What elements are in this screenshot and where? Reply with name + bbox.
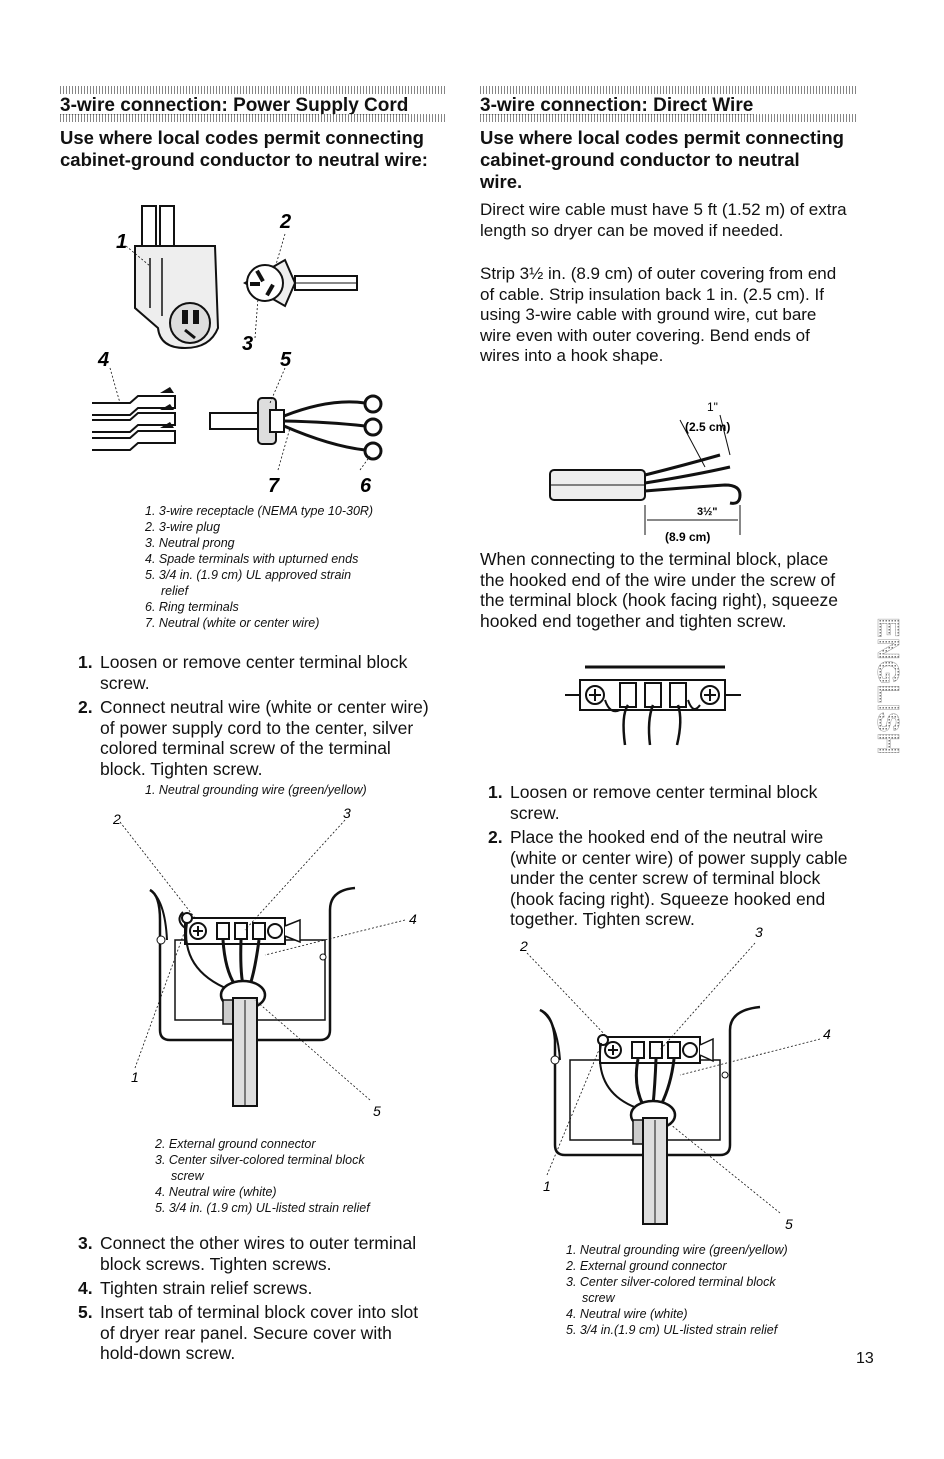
step-text: Place the hooked end of the neutral wire… [510, 827, 848, 929]
left-title-underrule [60, 114, 446, 122]
step-number: 1. [488, 782, 503, 802]
figure-power-cord-parts: 1 2 3 4 5 6 7 [92, 205, 383, 497]
caption-line: 1. Neutral grounding wire (green/yellow) [566, 1243, 788, 1257]
step-text: Tighten strain relief screws. [100, 1278, 313, 1298]
caption-line: 2. External ground connector [155, 1137, 316, 1151]
right-section-title: 3-wire connection: Direct Wire [480, 95, 754, 116]
step-number: 4. [78, 1278, 93, 1298]
figure-terminal-block-cord: 1 2 3 4 5 [112, 805, 417, 1119]
fig2-callout-5: 5 [373, 1103, 381, 1119]
fig1-callout-1: 1 [116, 231, 127, 253]
fig5-callout-4: 4 [823, 1026, 831, 1042]
fig1-callout-4: 4 [97, 349, 109, 371]
step2-note: 1. Neutral grounding wire (green/yellow) [145, 783, 367, 797]
caption-line: 5. 3/4 in. (1.9 cm) UL approved strain [145, 568, 352, 582]
figure2-captions: 2. External ground connector 3. Center s… [155, 1136, 370, 1216]
fig3-label-3-5in: 3½" [697, 506, 718, 518]
caption-line: screw [582, 1291, 615, 1305]
fig3-label-1in: 1" [707, 400, 718, 414]
caption-line: 2. 3-wire plug [145, 520, 221, 534]
caption-line: 5. 3/4 in.(1.9 cm) UL-listed strain reli… [566, 1323, 778, 1337]
caption-line: 3. Neutral prong [145, 536, 235, 550]
left-step-5: 5. Insert tab of terminal block cover in… [78, 1302, 435, 1364]
fig5-callout-2: 2 [519, 938, 528, 954]
language-side-tab: ENGLISH [871, 617, 906, 755]
side-tab-label: ENGLISH [871, 617, 906, 755]
fig5-callout-5: 5 [785, 1216, 793, 1232]
left-step-2: 2. Connect neutral wire (white or center… [78, 697, 440, 779]
fig2-callout-3: 3 [343, 805, 351, 821]
left-step-4: 4. Tighten strain relief screws. [78, 1278, 435, 1299]
caption-line: 2. External ground connector [566, 1259, 727, 1273]
fig3-label-8-9cm: (8.9 cm) [665, 530, 710, 544]
right-step-2: 2. Place the hooked end of the neutral w… [488, 827, 850, 930]
figure1-captions: 1. 3-wire receptacle (NEMA type 10-30R) … [145, 503, 373, 631]
fig2-callout-1: 1 [131, 1069, 139, 1085]
step-number: 2. [78, 697, 93, 717]
left-step-3: 3. Connect the other wires to outer term… [78, 1233, 435, 1274]
right-para-hook: When connecting to the terminal block, p… [480, 549, 838, 631]
right-title-rule [480, 86, 856, 94]
step-text: Connect neutral wire (white or center wi… [100, 697, 429, 779]
right-para-cable-length: Direct wire cable must have 5 ft (1.52 m… [480, 200, 847, 240]
fig2-callout-4: 4 [409, 911, 417, 927]
fig5-callout-3: 3 [755, 924, 763, 940]
fig3-label-2-5cm: (2.5 cm) [685, 420, 730, 434]
step-number: 2. [488, 827, 503, 847]
caption-line: 5. 3/4 in. (1.9 cm) UL-listed strain rel… [155, 1201, 370, 1215]
left-lead-text: Use where local codes permit connecting … [60, 127, 428, 170]
step-number: 1. [78, 652, 93, 672]
caption-line: relief [161, 584, 189, 598]
right-para-strip: Strip 3½ in. (8.9 cm) of outer covering … [480, 264, 837, 365]
left-section-title: 3-wire connection: Power Supply Cord [60, 95, 409, 116]
fig1-callout-3: 3 [242, 333, 253, 355]
caption-line: 1. 3-wire receptacle (NEMA type 10-30R) [145, 504, 374, 518]
left-step-1: 1. Loosen or remove center terminal bloc… [78, 652, 440, 693]
caption-line: 4. Neutral wire (white) [566, 1307, 688, 1321]
caption-line: screw [171, 1169, 204, 1183]
right-title-underrule [480, 114, 856, 122]
caption-line: 4. Neutral wire (white) [155, 1185, 277, 1199]
fig2-callout-2: 2 [112, 811, 121, 827]
right-step-1: 1. Loosen or remove center terminal bloc… [488, 782, 850, 823]
page-number: 13 [856, 1350, 874, 1367]
fig1-callout-2: 2 [279, 211, 291, 233]
step-text: Connect the other wires to outer termina… [100, 1233, 417, 1274]
step-text: Insert tab of terminal block cover into … [100, 1302, 419, 1363]
fig1-callout-5: 5 [280, 349, 292, 371]
fig1-callout-7: 7 [268, 475, 280, 497]
caption-line: 3. Center silver-colored terminal block [566, 1275, 776, 1289]
caption-line: 6. Ring terminals [145, 600, 239, 614]
right-lead-text: Use where local codes permit connecting … [480, 127, 844, 192]
figure5-captions: 1. Neutral grounding wire (green/yellow)… [566, 1242, 788, 1338]
caption-line: 4. Spade terminals with upturned ends [145, 552, 359, 566]
step-text: Loosen or remove center terminal block s… [510, 782, 818, 823]
caption-line: 3. Center silver-colored terminal block [155, 1153, 365, 1167]
figure-terminal-hooks [565, 665, 741, 746]
figure-terminal-block-direct: 1 2 3 4 5 [519, 924, 831, 1232]
step-text: Loosen or remove center terminal block s… [100, 652, 408, 693]
step-number: 3. [78, 1233, 93, 1253]
fig1-callout-6: 6 [360, 475, 372, 497]
fig5-callout-1: 1 [543, 1178, 551, 1194]
left-title-rule [60, 86, 446, 94]
caption-line: 7. Neutral (white or center wire) [145, 616, 320, 630]
figure-stripped-cable: 1" (2.5 cm) 3½" (8.9 cm) [549, 400, 742, 544]
step-number: 5. [78, 1302, 93, 1322]
